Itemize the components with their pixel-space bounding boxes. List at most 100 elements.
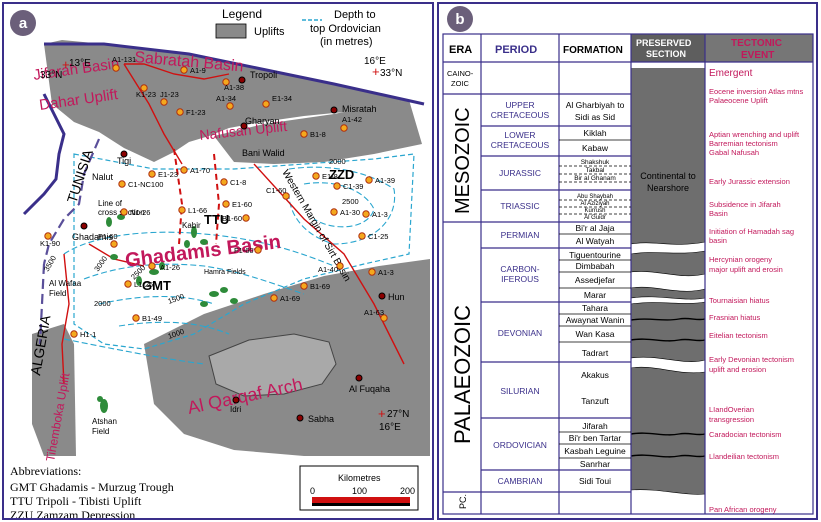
well-label: E1-60 <box>232 200 252 209</box>
gmt-label: GMT <box>142 278 171 293</box>
town-ghadamis: Ghadamis <box>72 232 114 242</box>
well-marker <box>270 294 278 302</box>
period-labels: UPPER CRETACEOUS LOWER CRETACEOUS JURASS… <box>491 100 550 486</box>
geologic-map: Sabratah Basin Jifarah Basin Dahar Uplif… <box>22 7 430 511</box>
well-label: B1-60 <box>222 214 242 223</box>
well-label: F1-23 <box>186 108 206 117</box>
event-eocene: Eocene inversion Atlas mtns <box>709 87 803 96</box>
event-early-devonian-2: uplift and erosion <box>709 365 766 374</box>
well-label: C1-NC100 <box>128 180 163 189</box>
well-label: J1-23 <box>160 90 179 99</box>
uplift-northern-zone <box>44 40 409 162</box>
well-label: A1-9 <box>190 66 206 75</box>
well-marker <box>312 172 320 180</box>
period-triassic: TRIASSIC <box>500 201 539 211</box>
well-marker <box>178 206 186 214</box>
well-label: A1-3 <box>378 268 394 277</box>
depth-contours <box>63 166 396 365</box>
event-llandoverian: LIandOverian <box>709 405 754 414</box>
fm-dimbabah: Dimbabah <box>576 261 615 271</box>
well-label: A1-69 <box>280 294 300 303</box>
fm-kasbah: Kasbah Leguine <box>564 446 626 456</box>
dashed-formation-separators <box>559 165 631 215</box>
coord-16e-top: 16°E <box>364 56 386 67</box>
event-aptian-2: Barremian tectonism <box>709 139 778 148</box>
legend-uplifts: Uplifts <box>254 26 285 38</box>
well-label: K1-23 <box>136 90 156 99</box>
well-marker <box>220 178 228 186</box>
well-marker <box>132 314 140 322</box>
coord-33n-left: 33°N <box>40 70 62 81</box>
map-legend: Legend Uplifts Depth to top Ordovician (… <box>215 7 381 48</box>
fm-al-aziziyah: Al Aziziyah <box>580 201 609 207</box>
period-upper-cret-2: CRETACEOUS <box>491 110 550 120</box>
well-marker <box>262 100 270 108</box>
coord-33n-right: 33°N <box>380 68 402 79</box>
well-label: N1-26 <box>130 208 150 217</box>
well-label: C1-8 <box>230 178 246 187</box>
well-label: A1-38 <box>224 83 244 92</box>
well-label: E1-8 <box>322 172 338 181</box>
well-marker <box>70 330 78 338</box>
well-marker <box>333 182 341 190</box>
fm-awaynat: Awaynat Wanin <box>566 315 625 325</box>
header-period: PERIOD <box>495 44 537 56</box>
well-label: A1-63 <box>364 308 384 317</box>
well-label: E1-34 <box>272 94 292 103</box>
fm-al-guidr: Al Guidr <box>584 215 606 221</box>
period-jurassic: JURASSIC <box>499 168 541 178</box>
town-tigi: Tigi <box>117 156 131 166</box>
fm-tanzuft: Tanzuft <box>581 396 609 406</box>
well-label: F1-60 <box>98 232 118 241</box>
event-early-jurassic: Early Jurassic extension <box>709 177 790 186</box>
town-al-fuqaha: Al Fuqaha <box>349 384 390 394</box>
crosshair-icon: + <box>378 406 386 421</box>
well-marker <box>362 210 370 218</box>
fm-kiklah: Kiklah <box>583 128 606 138</box>
well-label: A1-3 <box>372 210 388 219</box>
town-gharyan: Gharyan <box>245 116 280 126</box>
event-hamadah-2: basin <box>709 236 727 245</box>
town-hun: Hun <box>388 292 405 302</box>
header-preserved-2: SECTION <box>646 49 686 59</box>
well-marker <box>160 98 168 106</box>
well-label: A1-42 <box>342 115 362 124</box>
well-marker <box>254 246 262 254</box>
event-pan-african: Pan African orogeny <box>709 505 777 514</box>
event-hercynian-2: major uplift and erosin <box>709 265 783 274</box>
well-label: A1-131 <box>112 55 136 64</box>
map-panel: Sabratah Basin Jifarah Basin Dahar Uplif… <box>2 2 434 520</box>
formation-labels: Al Gharbiyah to Sidi as Sid Kiklah Kabaw… <box>564 100 626 486</box>
coord-27n: 27°N <box>387 409 409 420</box>
formation-separators <box>559 139 631 459</box>
well-markers <box>44 64 388 338</box>
well-marker <box>300 130 308 138</box>
event-eocene-2: Palaeocene Uplift <box>709 96 769 105</box>
well-label: H1-1 <box>80 330 96 339</box>
cross-section-lines <box>61 63 405 385</box>
panel-b-badge: b <box>447 6 473 32</box>
well-label: A1-40 <box>318 265 338 274</box>
fm-tahara: Tahara <box>582 303 608 313</box>
uplift-tihemboka <box>32 324 76 456</box>
country-borders <box>38 138 101 345</box>
well-marker <box>242 214 250 222</box>
event-tournaisian: Tournaisian hiatus <box>709 296 770 305</box>
tectonic-events: Emergent Eocene inversion Atlas mtns Pal… <box>709 68 803 514</box>
well-label: A1-26 <box>160 263 180 272</box>
well-label: B1-69 <box>310 282 330 291</box>
town-misratah: Misratah <box>342 104 377 114</box>
stratigraphic-column: ERA PERIOD FORMATION PRESERVED SECTION T… <box>442 33 814 515</box>
unconformity-wedges <box>630 241 706 515</box>
coord-16e-bottom: 16°E <box>379 422 401 433</box>
well-marker <box>118 180 126 188</box>
well-label: L1-26 <box>134 280 153 289</box>
panel-a-badge: a <box>10 10 36 36</box>
well-label: A1-70 <box>190 166 210 175</box>
field-kabir: Kabir <box>182 221 201 230</box>
era-palaeozoic: PALAEOZOIC <box>450 305 475 444</box>
uplift-nafusah-interior <box>214 100 422 164</box>
abbreviations-heading: Abbreviations: <box>10 464 82 478</box>
abbrev-zzu: ZZU Zamzam Depression <box>10 508 136 520</box>
